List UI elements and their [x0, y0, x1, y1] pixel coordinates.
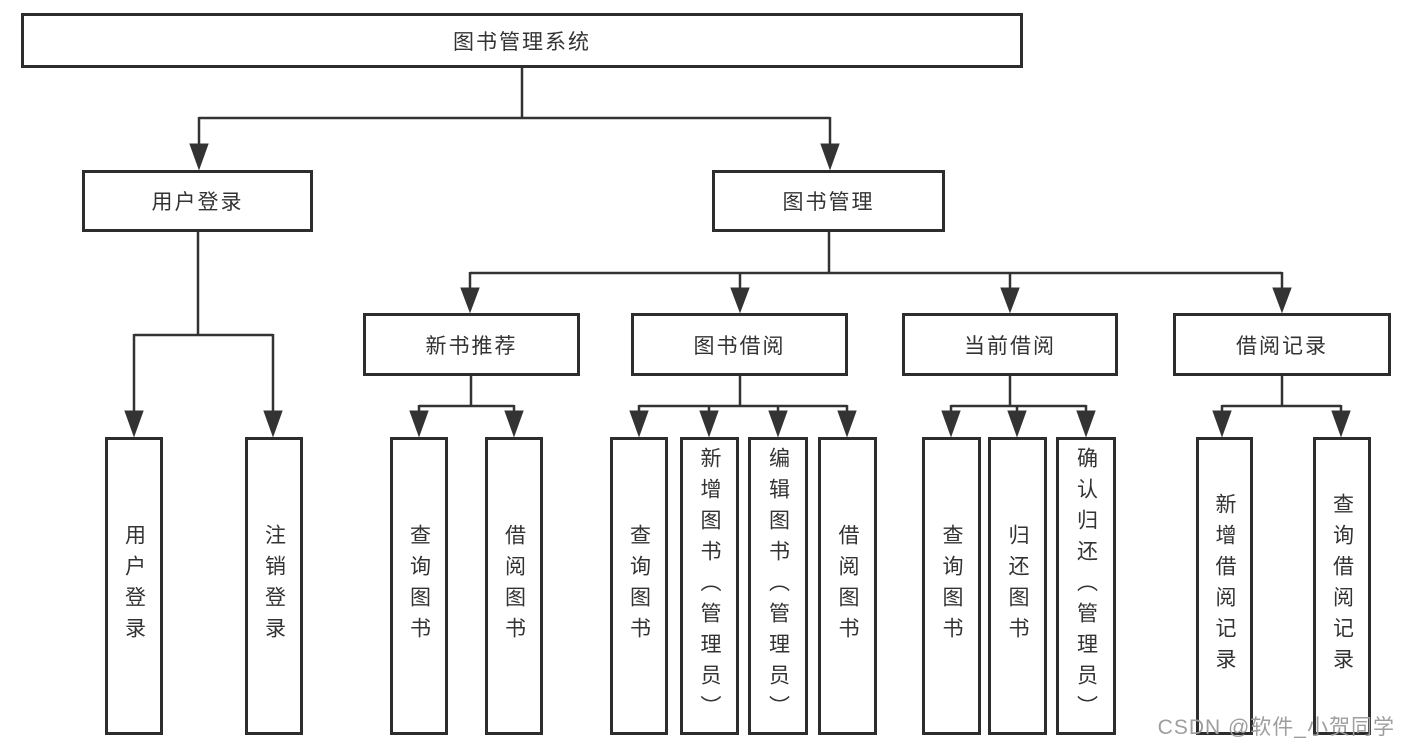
- connector-book-management-to-level2: [460, 232, 1292, 314]
- connector-root-to-level1: [189, 68, 840, 171]
- leaf-records-add-record: 新增借阅记录: [1196, 437, 1253, 735]
- leaf-newbook-query-books: 查询图书: [390, 437, 448, 735]
- leaf-user-login: 用户登录: [105, 437, 163, 735]
- leaf-current-return-books: 归还图书: [988, 437, 1047, 735]
- node-book-borrow: 图书借阅: [631, 313, 848, 376]
- csdn-watermark: CSDN @软件_小贺同学: [1157, 716, 1395, 739]
- node-book-management: 图书管理: [712, 170, 945, 232]
- leaf-borrow-query-books: 查询图书: [610, 437, 668, 735]
- leaf-newbook-borrow-books: 借阅图书: [485, 437, 543, 735]
- node-new-book-recommend: 新书推荐: [363, 313, 580, 376]
- leaf-current-query-books: 查询图书: [922, 437, 981, 735]
- leaf-logout: 注销登录: [245, 437, 303, 735]
- connector-borrow-records-to-leaves: [1212, 375, 1351, 438]
- node-current-borrow: 当前借阅: [902, 313, 1118, 376]
- connector-book-borrow-to-leaves: [629, 375, 857, 438]
- leaf-borrow-edit-books-admin: 编辑图书（管理员）: [748, 437, 808, 735]
- node-root-system: 图书管理系统: [21, 13, 1023, 68]
- leaf-current-confirm-return-admin: 确认归还（管理员）: [1056, 437, 1116, 735]
- leaf-records-query-record: 查询借阅记录: [1313, 437, 1371, 735]
- node-user-login: 用户登录: [82, 170, 313, 232]
- node-borrow-records: 借阅记录: [1173, 313, 1391, 376]
- leaf-borrow-borrow-books: 借阅图书: [818, 437, 877, 735]
- connector-user-login-to-leaves: [124, 232, 283, 438]
- leaf-borrow-add-books-admin: 新增图书（管理员）: [680, 437, 739, 735]
- connector-current-borrow-to-leaves: [941, 375, 1096, 438]
- connector-new-book-recommend-to-leaves: [409, 375, 524, 438]
